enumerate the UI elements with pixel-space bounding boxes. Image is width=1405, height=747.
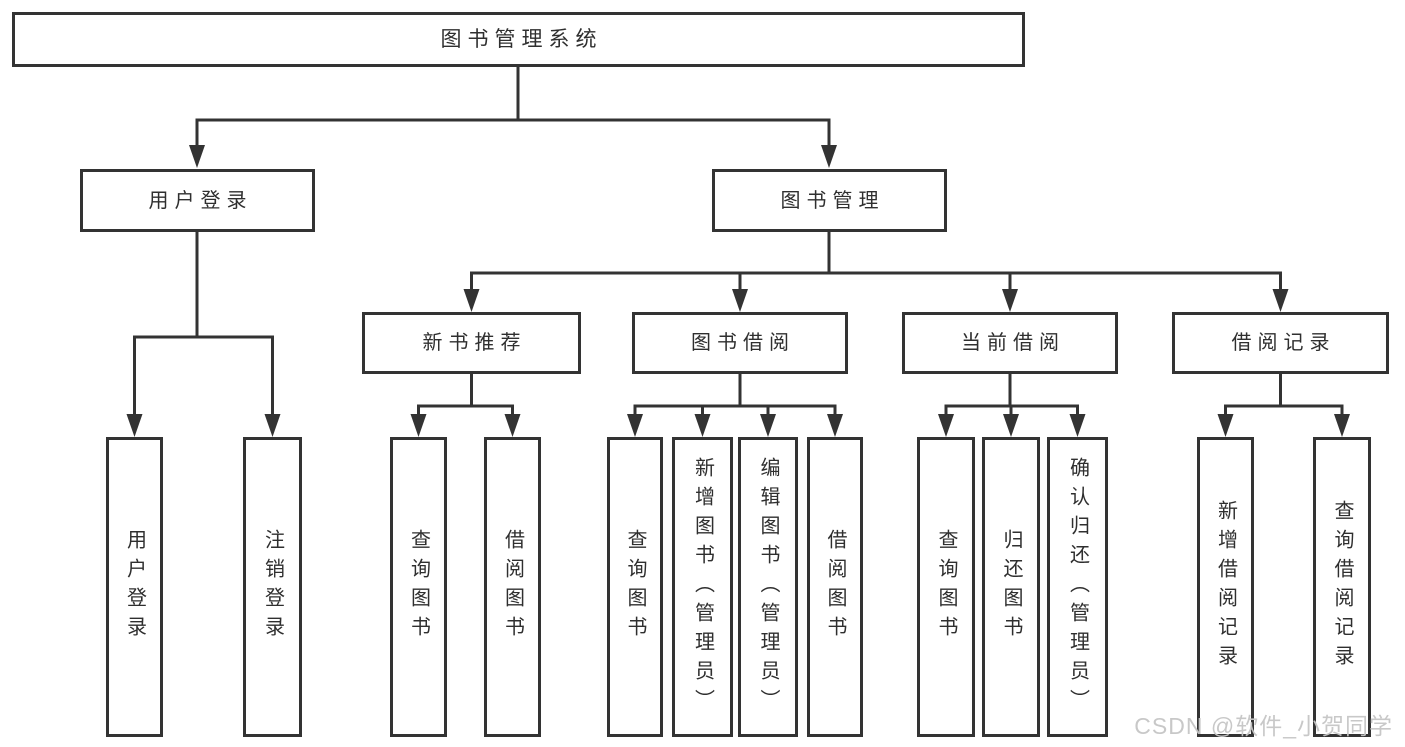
leaf-br-add-record: 新增借阅记录 (1197, 437, 1254, 737)
leaf-bb-edit-book: 编辑图书（管理员） (738, 437, 798, 737)
arrowhead-down-icon (694, 414, 711, 437)
arrowhead-down-icon (1217, 414, 1234, 437)
node-book-borrow-label: 图书借阅 (691, 332, 795, 354)
leaf-bb-query-book-label: 查询图书 (624, 529, 646, 645)
leaf-br-query-record-label: 查询借阅记录 (1331, 500, 1353, 674)
leaf-bb-borrow-book-label: 借阅图书 (824, 529, 846, 645)
arrowhead-down-icon (189, 145, 205, 168)
arrowhead-down-icon (410, 414, 427, 437)
arrowhead-down-icon (1334, 414, 1350, 437)
leaf-cb-confirm-return-label: 确认归还（管理员） (1066, 456, 1089, 718)
leaf-cb-confirm-return: 确认归还（管理员） (1047, 437, 1108, 737)
leaf-cb-query-book: 查询图书 (917, 437, 975, 737)
node-borrow-record: 借阅记录 (1172, 312, 1389, 374)
leaf-nbr-borrow-book: 借阅图书 (484, 437, 541, 737)
leaf-nbr-query-book: 查询图书 (390, 437, 447, 737)
leaf-bb-edit-book-label: 编辑图书（管理员） (757, 456, 779, 718)
node-current-borrow-label: 当前借阅 (961, 332, 1065, 354)
arrowhead-down-icon (1069, 414, 1086, 437)
arrowhead-down-icon (126, 414, 143, 437)
leaf-user-login: 用户登录 (106, 437, 163, 737)
leaf-nbr-query-book-label: 查询图书 (407, 529, 430, 645)
leaf-logout-label: 注销登录 (261, 529, 284, 645)
arrowhead-down-icon (821, 145, 837, 168)
leaf-cb-query-book-label: 查询图书 (935, 529, 957, 645)
arrowhead-down-icon (264, 414, 281, 437)
leaf-br-query-record: 查询借阅记录 (1313, 437, 1371, 737)
leaf-bb-add-book: 新增图书（管理员） (672, 437, 733, 737)
arrowhead-down-icon (1002, 289, 1018, 312)
node-current-borrow: 当前借阅 (902, 312, 1118, 374)
node-user-login-label: 用户登录 (148, 189, 253, 212)
arrowhead-down-icon (938, 414, 954, 437)
node-user-login: 用户登录 (80, 169, 315, 232)
leaf-bb-borrow-book: 借阅图书 (807, 437, 863, 737)
leaf-bb-query-book: 查询图书 (607, 437, 663, 737)
arrowhead-down-icon (760, 414, 776, 437)
leaf-bb-add-book-label: 新增图书（管理员） (691, 456, 714, 718)
leaf-user-login-label: 用户登录 (123, 529, 146, 645)
node-root: 图书管理系统 (12, 12, 1025, 67)
node-new-book-recommend: 新书推荐 (362, 312, 581, 374)
node-root-label: 图书管理系统 (440, 28, 603, 51)
arrowhead-down-icon (732, 289, 748, 312)
leaf-cb-return-book-label: 归还图书 (1000, 529, 1022, 645)
leaf-nbr-borrow-book-label: 借阅图书 (501, 529, 524, 645)
arrowhead-down-icon (827, 414, 843, 437)
node-book-management-label: 图书管理 (780, 189, 885, 212)
arrowhead-down-icon (463, 289, 480, 312)
node-book-borrow: 图书借阅 (632, 312, 848, 374)
node-book-management: 图书管理 (712, 169, 947, 232)
watermark: CSDN @软件_小贺同学 (1134, 713, 1393, 739)
arrowhead-down-icon (504, 414, 521, 437)
leaf-br-add-record-label: 新增借阅记录 (1214, 500, 1237, 674)
node-borrow-record-label: 借阅记录 (1231, 332, 1336, 354)
arrowhead-down-icon (1272, 289, 1289, 312)
leaf-logout: 注销登录 (243, 437, 302, 737)
node-new-book-recommend-label: 新书推荐 (422, 332, 527, 354)
leaf-cb-return-book: 归还图书 (982, 437, 1040, 737)
arrowhead-down-icon (1003, 414, 1019, 437)
arrowhead-down-icon (627, 414, 643, 437)
